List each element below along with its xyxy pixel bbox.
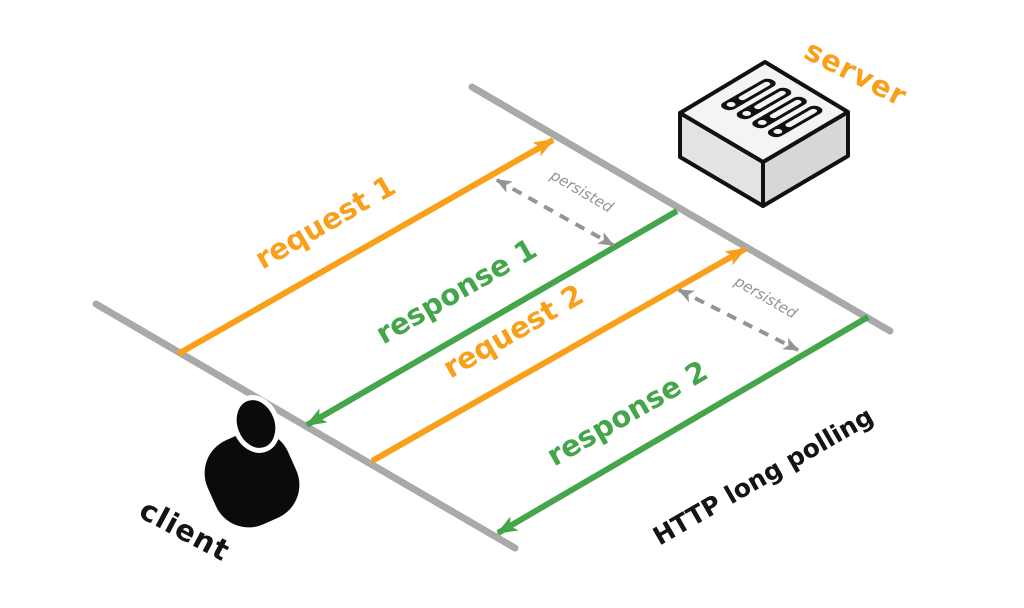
request-1-label: request 1: [249, 168, 401, 276]
persisted-1-label: persisted: [546, 166, 616, 217]
request-1-arrow: [176, 137, 555, 357]
server-timeline: [468, 83, 894, 335]
response-1-arrow: [305, 208, 679, 428]
persisted-2-arrow: [677, 288, 800, 352]
request-2-arrow: [370, 246, 747, 464]
person-icon: [204, 395, 300, 528]
persisted-2-label: persisted: [730, 272, 800, 323]
server-rack-glyph: [721, 78, 823, 138]
persisted-1-arrow: [495, 178, 615, 247]
server-box-icon: [678, 60, 850, 208]
response-2-arrow: [496, 314, 870, 536]
